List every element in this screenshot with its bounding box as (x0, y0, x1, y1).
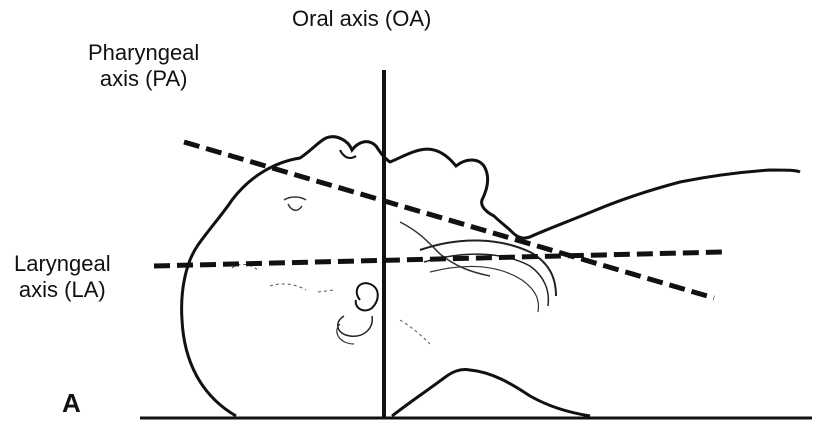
pharynx-curve-2 (424, 254, 548, 306)
shoulder-outline (392, 369, 590, 416)
pharynx-curve-3 (430, 266, 538, 312)
oral-axis-label: Oral axis (OA) (292, 6, 431, 32)
pharyngeal-axis-label-line2: axis (PA) (88, 66, 199, 92)
pharyngeal-axis-line (184, 142, 714, 298)
interior-marks (232, 264, 430, 344)
ear-inner (338, 316, 373, 336)
laryngeal-axis-line (154, 252, 722, 266)
laryngeal-axis-label-line2: axis (LA) (14, 277, 111, 303)
pharyngeal-axis-label-line1: Pharyngeal (88, 40, 199, 66)
laryngeal-axis-label-line1: Laryngeal (14, 251, 111, 277)
eye-mark (284, 197, 306, 210)
nose-outline (340, 150, 356, 158)
ear-outline (356, 283, 378, 310)
ear-lobe (337, 324, 354, 344)
pharyngeal-axis-label: Pharyngeal axis (PA) (88, 40, 199, 92)
laryngeal-axis-label: Laryngeal axis (LA) (14, 251, 111, 303)
panel-letter: A (62, 390, 81, 416)
